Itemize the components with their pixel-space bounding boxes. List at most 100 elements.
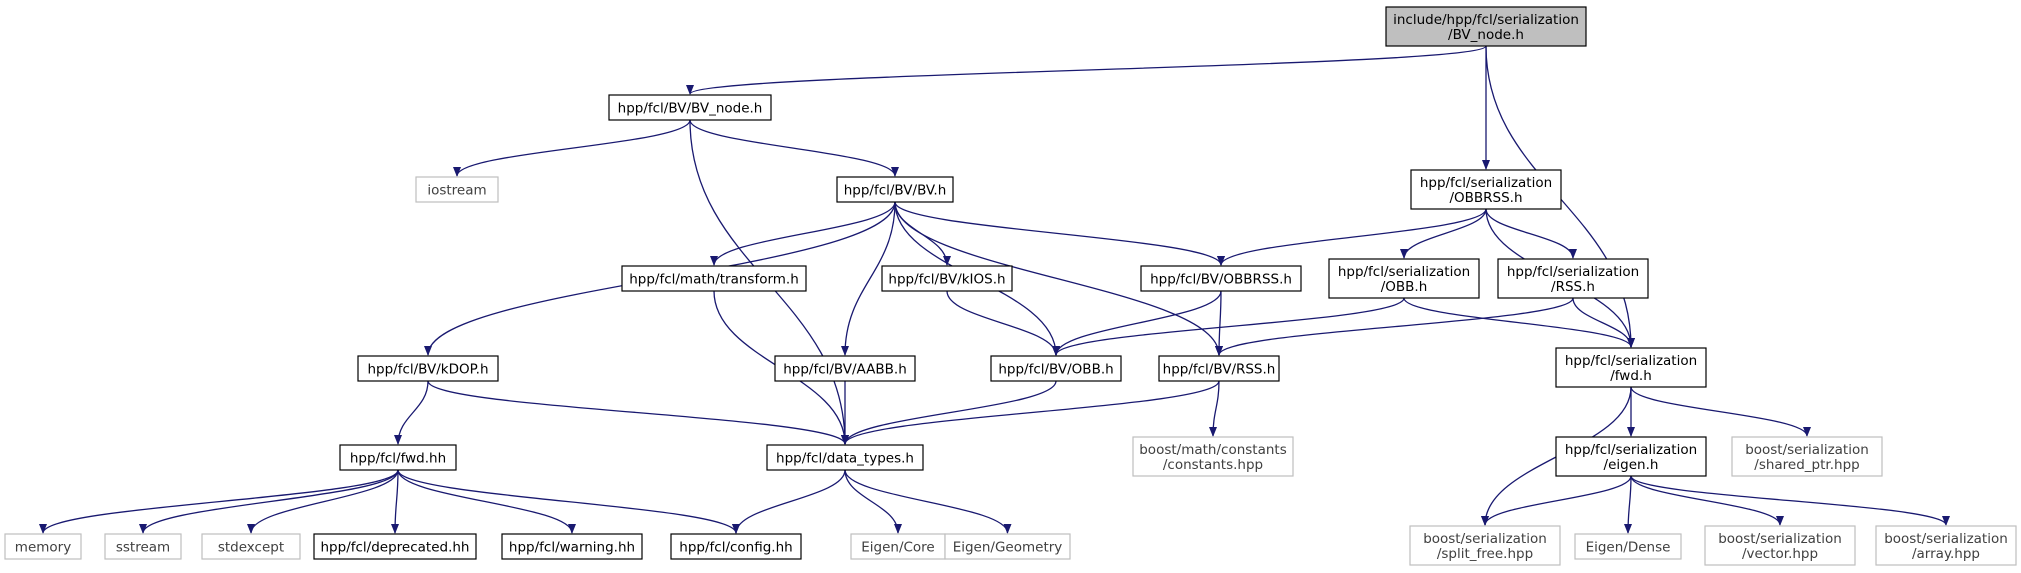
node-box [608,94,772,121]
node-label: boost/serialization [1745,442,1869,458]
node-vector_hpp: boost/serialization/vector.hpp [1704,525,1856,566]
node-data_types[interactable]: hpp/fcl/data_types.h [766,444,924,471]
node-bv_obb[interactable]: hpp/fcl/BV/OBB.h [990,355,1122,382]
node-box [1409,525,1561,566]
node-boost_constants: boost/math/constants/constants.hpp [1132,436,1294,477]
edge-kios-to-bv_obb [946,290,1060,356]
node-label: hpp/fcl/config.hh [679,540,792,556]
edge-ser_eigen-to-vector_hpp [1630,475,1784,526]
node-label: include/hpp/fcl/serialization [1393,12,1579,28]
edge-ser_rss-to-bv_rss [1215,297,1574,356]
node-box [357,355,499,382]
edge-root-to-bv_node [686,45,1487,95]
edge-fwd_hh-to-config [397,469,740,534]
node-box [1158,355,1280,382]
node-box [339,444,457,471]
node-label: hpp/fcl/math/transform.h [629,272,799,288]
node-label: hpp/fcl/serialization [1507,264,1639,280]
edge-ser_obbrss-to-ser_rss [1485,208,1577,259]
node-label: sstream [116,540,170,556]
node-config[interactable]: hpp/fcl/config.hh [670,533,802,560]
node-bv_rss[interactable]: hpp/fcl/BV/RSS.h [1158,355,1280,382]
node-box [836,176,954,203]
edge-ser_eigen-to-split_free [1481,475,1632,526]
node-box [1555,436,1707,477]
node-box [1574,533,1682,560]
node-label: hpp/fcl/warning.hh [509,540,635,556]
node-label: /BV_node.h [1448,27,1524,43]
node-bv_node[interactable]: hpp/fcl/BV/BV_node.h [608,94,772,121]
edge-bv_obbrss-to-bv_obb [1052,290,1222,356]
node-warning[interactable]: hpp/fcl/warning.hh [501,533,643,560]
edge-bv_rss-to-boost_constants [1209,380,1220,437]
edge-bv_node-to-bv_h [689,119,899,177]
edges [39,45,1950,534]
node-ser_obbrss[interactable]: hpp/fcl/serialization/OBBRSS.h [1410,169,1562,210]
edge-fwd_hh-to-stdexcept [247,469,399,534]
node-label: /split_free.hpp [1437,546,1533,562]
edge-bv_h-to-transform [710,201,896,266]
node-root[interactable]: include/hpp/fcl/serialization/BV_node.h [1385,6,1587,47]
node-box [313,533,477,560]
node-box [1140,265,1302,292]
node-fwd_hh[interactable]: hpp/fcl/fwd.hh [339,444,457,471]
node-ser_eigen[interactable]: hpp/fcl/serialization/eigen.h [1555,436,1707,477]
node-label: Eigen/Core [861,540,935,556]
node-box [1410,169,1562,210]
node-stdexcept: stdexcept [201,533,301,560]
edge-bv_obb-to-data_types [841,380,1057,445]
edge-ser_obbrss-to-bv_obbrss [1217,208,1487,266]
node-bv_obbrss[interactable]: hpp/fcl/BV/OBBRSS.h [1140,265,1302,292]
node-label: /RSS.h [1551,279,1595,295]
edge-kdop-to-fwd_hh [394,380,429,445]
node-split_free: boost/serialization/split_free.hpp [1409,525,1561,566]
node-label: /OBB.h [1381,279,1428,295]
node-box [944,533,1071,560]
node-label: hpp/fcl/BV/BV_node.h [618,101,763,117]
node-box [1704,525,1856,566]
node-label: hpp/fcl/BV/OBB.h [998,362,1113,378]
node-box [4,533,82,560]
node-ser_rss[interactable]: hpp/fcl/serialization/RSS.h [1497,258,1649,299]
node-box [1328,258,1480,299]
node-label: hpp/fcl/serialization [1565,353,1697,369]
node-label: /shared_ptr.hpp [1754,457,1859,473]
node-box [621,265,807,292]
node-kios[interactable]: hpp/fcl/BV/kIOS.h [881,265,1013,292]
node-label: hpp/fcl/deprecated.hh [321,540,470,556]
node-label: boost/serialization [1718,531,1842,547]
node-deprecated[interactable]: hpp/fcl/deprecated.hh [313,533,477,560]
node-label: Eigen/Geometry [953,540,1063,556]
node-label: hpp/fcl/data_types.h [776,451,914,467]
node-box [1385,6,1587,47]
node-label: boost/serialization [1884,531,2008,547]
node-label: /array.hpp [1912,546,1980,562]
node-label: hpp/fcl/BV/kDOP.h [367,362,488,378]
node-ser_obb[interactable]: hpp/fcl/serialization/OBB.h [1328,258,1480,299]
node-ser_fwd[interactable]: hpp/fcl/serialization/fwd.h [1555,347,1707,388]
node-box [1731,436,1883,477]
edge-ser_obbrss-to-ser_obb [1400,208,1487,259]
node-transform[interactable]: hpp/fcl/math/transform.h [621,265,807,292]
node-box [1497,258,1649,299]
node-box [1555,347,1707,388]
node-label: hpp/fcl/BV/OBBRSS.h [1150,272,1292,288]
edge-ser_eigen-to-array_hpp [1630,475,1950,526]
node-aabb[interactable]: hpp/fcl/BV/AABB.h [774,355,916,382]
edge-ser_eigen-to-eigen_dense [1624,475,1633,534]
edge-fwd_hh-to-memory [39,469,399,534]
node-bv_h[interactable]: hpp/fcl/BV/BV.h [836,176,954,203]
node-label: iostream [427,183,486,199]
edge-ser_rss-to-ser_fwd [1572,297,1635,348]
node-kdop[interactable]: hpp/fcl/BV/kDOP.h [357,355,499,382]
node-memory: memory [4,533,82,560]
node-label: /fwd.h [1610,368,1652,384]
node-box [1875,525,2017,566]
edge-bv_h-to-aabb [841,201,896,356]
node-box [670,533,802,560]
node-label: /vector.hpp [1742,546,1818,562]
node-label: hpp/fcl/serialization [1420,175,1552,191]
node-label: hpp/fcl/serialization [1565,442,1697,458]
node-iostream: iostream [415,176,499,203]
